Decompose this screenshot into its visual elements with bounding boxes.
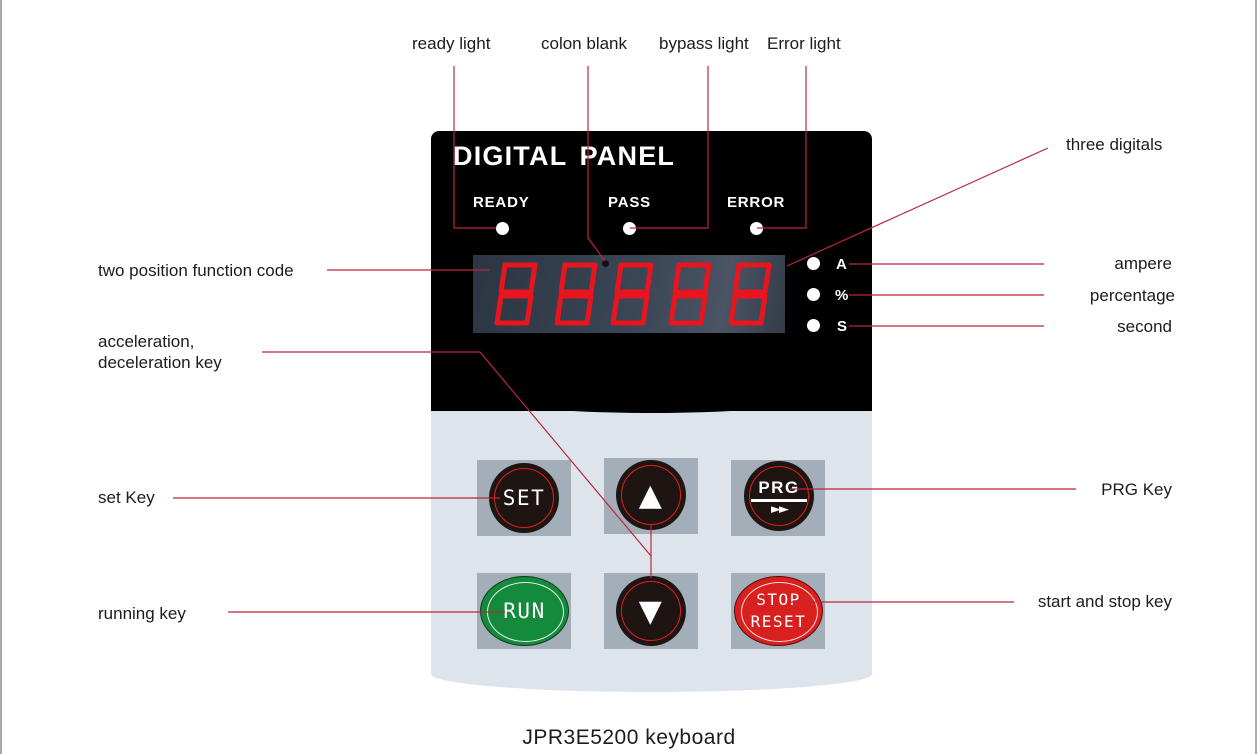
digit-4-icon bbox=[668, 262, 712, 326]
callout-accel-line1: acceleration, bbox=[98, 332, 195, 351]
pass-led-icon bbox=[623, 222, 636, 235]
set-button-label: SET bbox=[502, 486, 546, 510]
panel-title: DIGITAL PANEL bbox=[453, 141, 676, 171]
callout-bypass-light: bypass light bbox=[659, 34, 749, 53]
callout-start-stop-key: start and stop key bbox=[1037, 592, 1172, 611]
digit-5-icon bbox=[728, 262, 772, 326]
prg-button-label: PRG bbox=[751, 478, 807, 502]
callout-running-key: running key bbox=[98, 604, 186, 623]
callout-ready-light: ready light bbox=[412, 34, 491, 53]
prg-button[interactable]: PRG ►► bbox=[744, 461, 814, 531]
run-button[interactable]: RUN bbox=[480, 576, 569, 646]
stop-reset-button[interactable]: STOP RESET bbox=[734, 576, 823, 646]
left-frame-border bbox=[0, 0, 2, 754]
digit-2-icon bbox=[554, 262, 598, 326]
down-button[interactable]: ▼ bbox=[616, 576, 686, 646]
unit-ampere-label: A bbox=[836, 256, 847, 273]
up-arrow-icon: ▲ bbox=[638, 477, 664, 513]
ready-led-icon bbox=[496, 222, 509, 235]
set-button[interactable]: SET bbox=[489, 463, 559, 533]
down-arrow-icon: ▼ bbox=[638, 593, 664, 629]
ampere-led-icon bbox=[807, 257, 820, 270]
callout-colon-blank: colon blank bbox=[541, 34, 628, 53]
callout-function-code: two position function code bbox=[98, 261, 294, 280]
colon-dot-icon bbox=[602, 260, 609, 267]
digit-1-icon bbox=[494, 262, 538, 326]
error-label: ERROR bbox=[727, 194, 786, 211]
error-led-icon bbox=[750, 222, 763, 235]
unit-second-label: S bbox=[837, 318, 848, 335]
keyboard-caption: JPR3E5200 keyboard bbox=[522, 726, 736, 749]
percentage-led-icon bbox=[807, 288, 820, 301]
right-frame-border bbox=[1255, 0, 1257, 754]
second-led-icon bbox=[807, 319, 820, 332]
reset-label: RESET bbox=[750, 612, 807, 631]
digit-3-icon bbox=[610, 262, 654, 326]
callout-prg-key: PRG Key bbox=[1101, 480, 1172, 499]
callout-accel-line2: deceleration key bbox=[98, 353, 222, 372]
pass-label: PASS bbox=[608, 194, 651, 211]
callout-second: second bbox=[1117, 317, 1172, 336]
seven-segment-display bbox=[473, 255, 785, 333]
callout-percentage: percentage bbox=[1089, 286, 1175, 305]
ready-label: READY bbox=[473, 194, 530, 211]
unit-percentage-label: % bbox=[835, 287, 849, 304]
callout-set-key: set Key bbox=[98, 488, 155, 507]
callout-error-light: Error light bbox=[767, 34, 841, 53]
callout-ampere: ampere bbox=[1114, 254, 1172, 273]
up-button[interactable]: ▲ bbox=[616, 460, 686, 530]
run-button-label: RUN bbox=[503, 599, 546, 623]
stop-label: STOP bbox=[756, 590, 801, 609]
fast-forward-icon: ►► bbox=[771, 501, 789, 517]
callout-three-digitals: three digitals bbox=[1066, 135, 1163, 154]
